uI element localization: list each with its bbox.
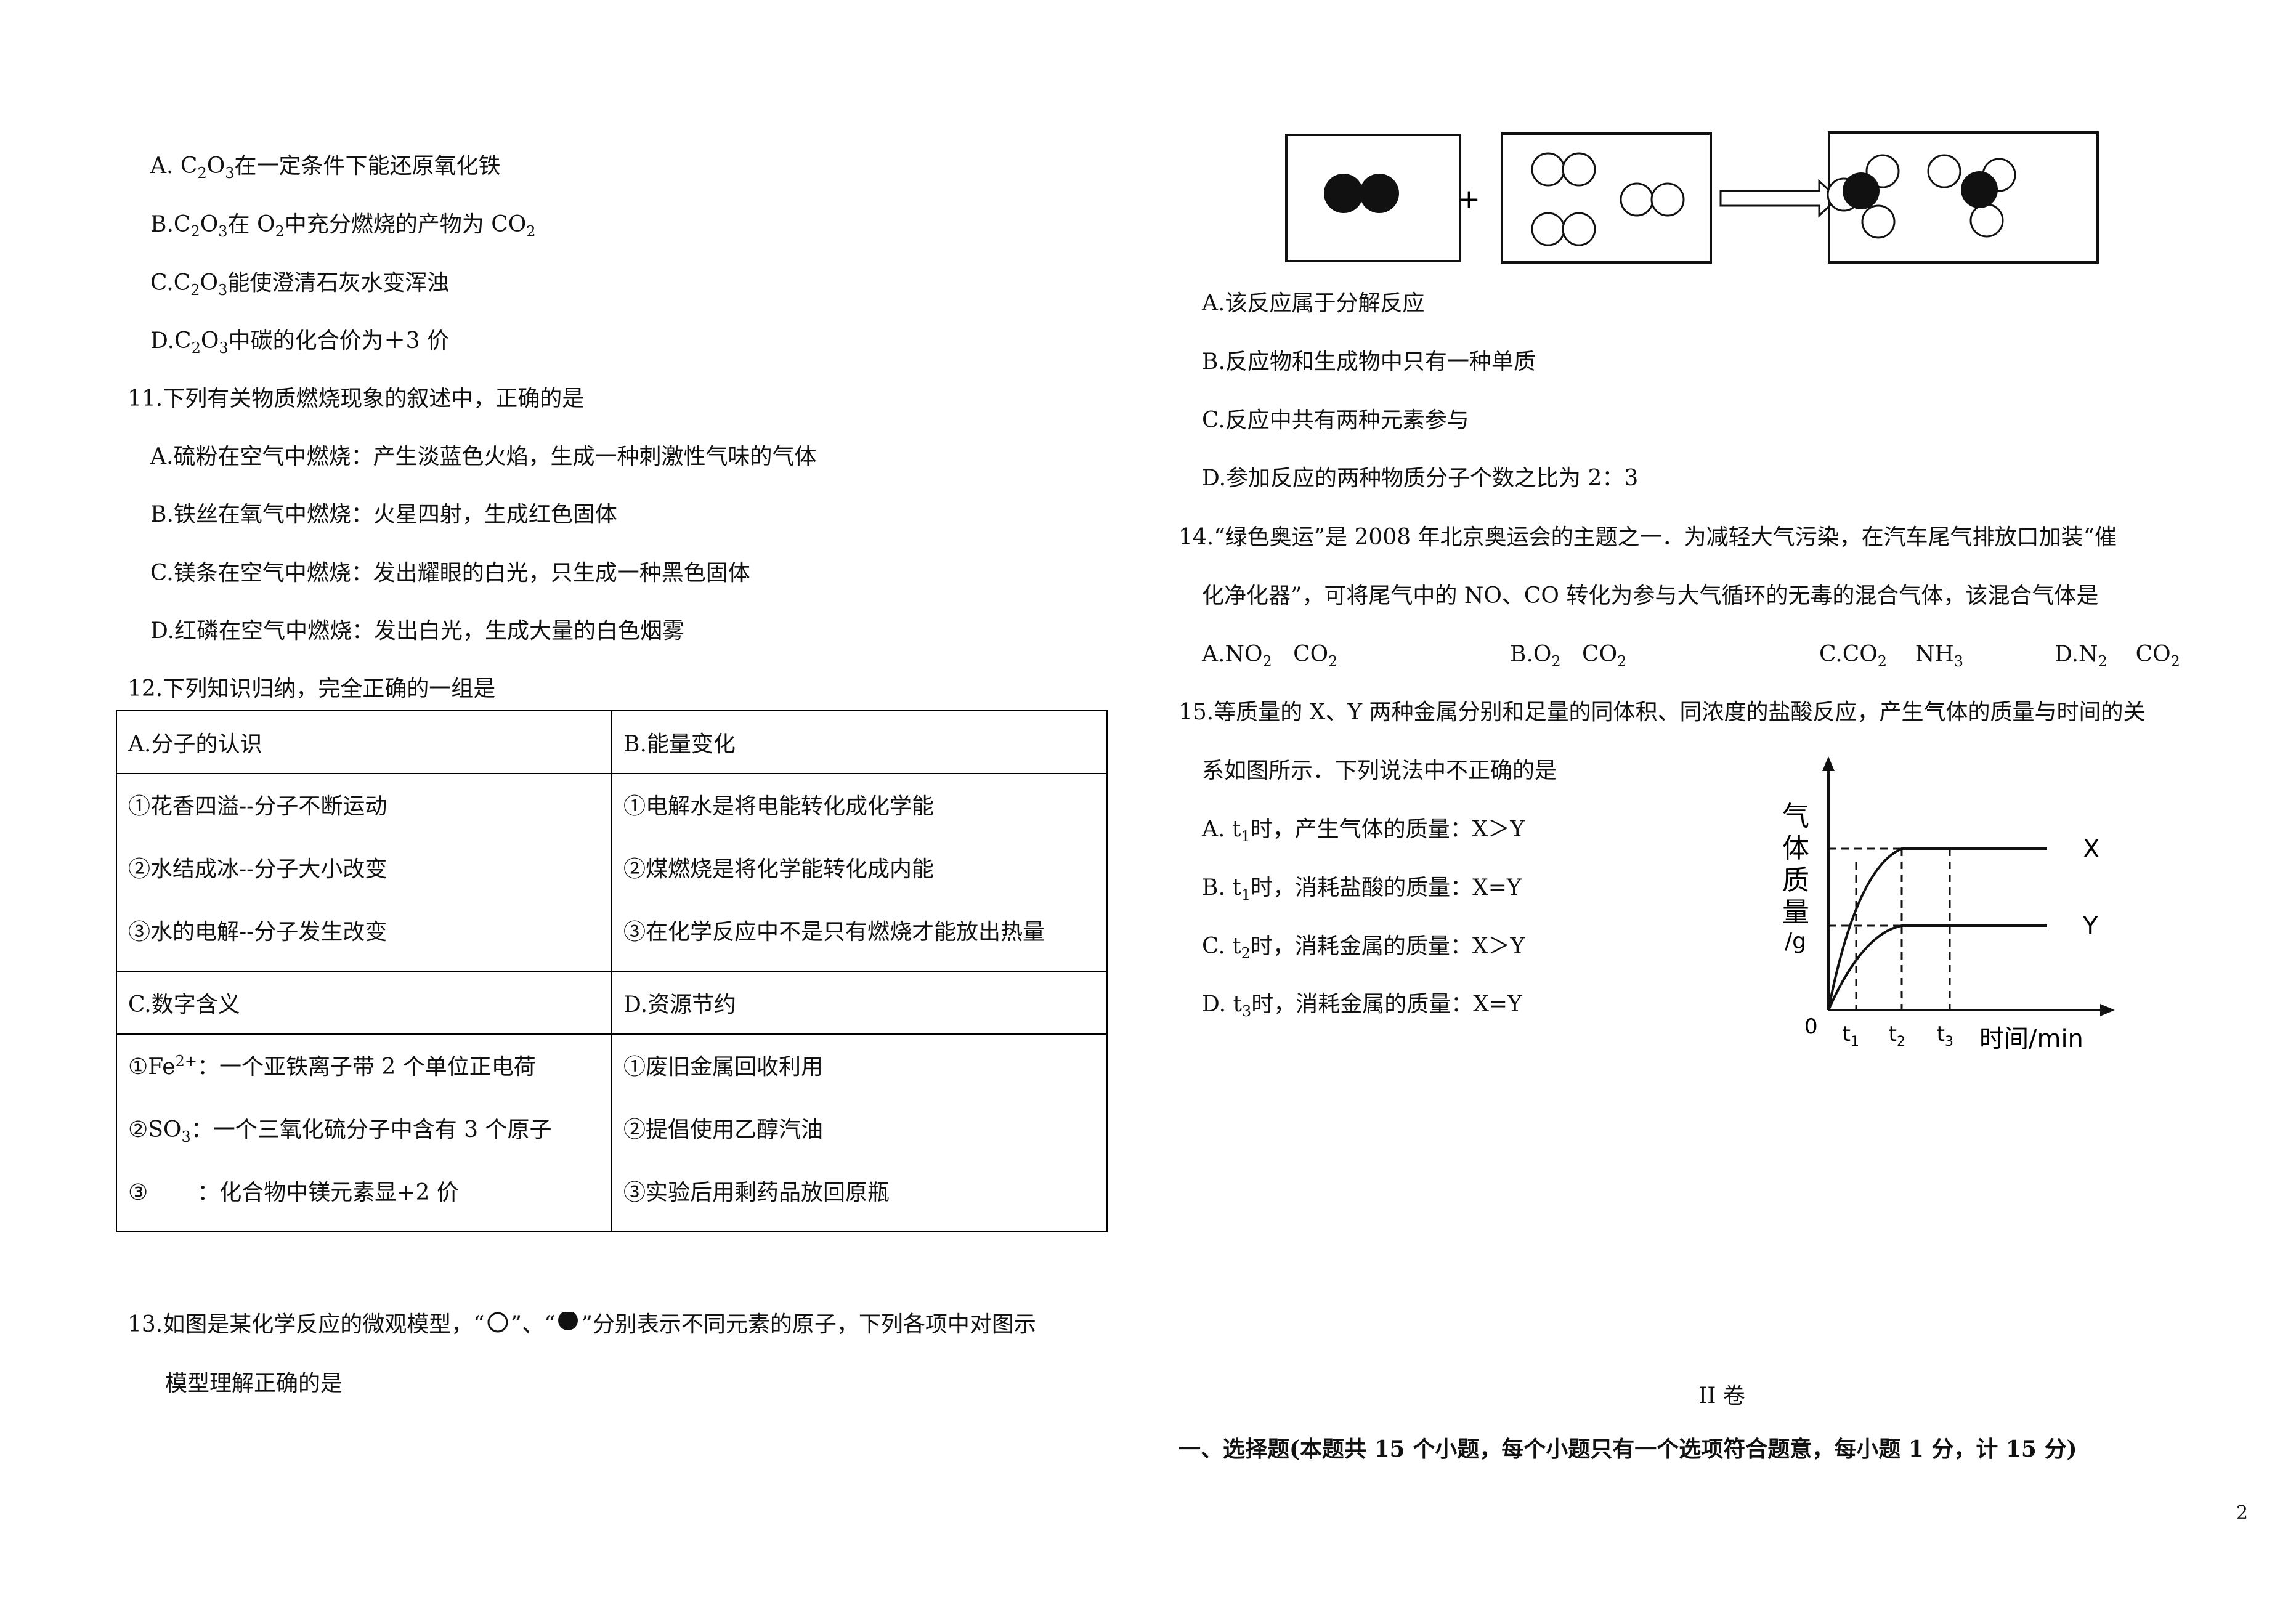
- q13-stem-line2: 模型理解正确的是: [165, 1371, 343, 1396]
- table-cell-a: ①花香四溢--分子不断运动 ②水结成冰--分子大小改变 ③水的电解--分子发生改…: [116, 773, 612, 972]
- x-axis-label: 时间/min: [1979, 1025, 2083, 1053]
- y-label-char: 量: [1782, 897, 1809, 928]
- q15-option-c: C. t2时，消耗金属的质量：X＞Y: [1202, 934, 1525, 963]
- reaction-arrow: [1719, 179, 1840, 218]
- table-item: ③在化学反应中不是只有燃烧才能放出热量: [623, 920, 1045, 945]
- y-label-char: 气: [1782, 801, 1809, 832]
- table-head-b: B.能量变化: [611, 710, 1108, 774]
- q10-option-d: D.C2O3中碳的化合价为＋3 价: [150, 328, 450, 357]
- y-unit: /g: [1785, 929, 1806, 954]
- series-x-label: X: [2083, 835, 2099, 863]
- black-atom-icon: [555, 1311, 581, 1335]
- tick-label: t2: [1889, 1022, 1905, 1049]
- q11-option-d: D.红磷在空气中燃烧：发出白光，生成大量的白色烟雾: [150, 618, 685, 644]
- table-head-d: D.资源节约: [611, 971, 1108, 1035]
- plus-sign: +: [1458, 184, 1480, 215]
- q14-stem-line1: 14.“绿色奥运”是 2008 年北京奥运会的主题之一．为减轻大气污染，在汽车尾…: [1178, 525, 2117, 550]
- x-ticks: t1 t2 t3: [1843, 1022, 1953, 1049]
- q15-option-a: A. t1时，产生气体的质量：X＞Y: [1202, 817, 1525, 846]
- q12-knowledge-table: A.分子的认识 B.能量变化 ①花香四溢--分子不断运动 ②水结成冰--分子大小…: [116, 710, 1108, 1232]
- table-head-a: A.分子的认识: [116, 710, 612, 774]
- reaction-model-diagram: +: [1285, 131, 2099, 264]
- q10-option-c: C.C2O3能使澄清石灰水变浑浊: [150, 270, 450, 299]
- series-x-curve: [1827, 847, 2047, 1011]
- section-heading: 一、选择题(本题共 15 个小题，每个小题只有一个选项符合题意，每小题 1 分，…: [1178, 1436, 2077, 1462]
- q14-option-d: D.N2 CO2: [2055, 642, 2180, 671]
- y-label-char: 质: [1782, 865, 1809, 896]
- origin-label: 0: [1804, 1014, 1818, 1039]
- table-item: ②提倡使用乙醇汽油: [623, 1117, 824, 1142]
- q11-option-b: B.铁丝在氧气中燃烧：火星四射，生成红色固体: [150, 502, 617, 527]
- q15-option-b: B. t1时，消耗盐酸的质量：X=Y: [1202, 875, 1522, 904]
- series-y-curve: [1827, 924, 2047, 1011]
- q11-option-c: C.镁条在空气中燃烧：发出耀眼的白光，只生成一种黑色固体: [150, 560, 750, 586]
- q13-option-d: D.参加反应的两种物质分子个数之比为 2：3: [1202, 466, 1639, 491]
- table-cell-b: ①电解水是将电能转化成化学能 ②煤燃烧是将化学能转化成内能 ③在化学反应中不是只…: [611, 773, 1108, 972]
- tick-label: t1: [1843, 1022, 1859, 1049]
- reactant-box-1: [1285, 134, 1461, 262]
- table-cell-d: ①废旧金属回收利用 ②提倡使用乙醇汽油 ③实验后用剩药品放回原瓶: [611, 1033, 1108, 1232]
- table-item: ①电解水是将电能转化成化学能: [623, 794, 935, 819]
- reactant-box-2: [1501, 132, 1712, 264]
- q14-option-a: A.NO2 CO2: [1202, 642, 1338, 671]
- series-y-label: Y: [2082, 912, 2098, 940]
- q10-option-b: B.C2O3在 O2中充分燃烧的产物为 CO2: [150, 212, 536, 241]
- q15-option-d: D. t3时，消耗金属的质量：X=Y: [1202, 992, 1522, 1021]
- table-item: ②水结成冰--分子大小改变: [128, 857, 387, 882]
- q14-stem-line2: 化净化器”，可将尾气中的 NO、CO 转化为参与大气循环的无毒的混合气体，该混合…: [1202, 583, 2099, 608]
- table-head-c: C.数字含义: [116, 971, 612, 1035]
- q15-stem-line1: 15.等质量的 X、Y 两种金属分别和足量的同体积、同浓度的盐酸反应，产生气体的…: [1178, 700, 2146, 725]
- y-label-char: 体: [1782, 833, 1809, 864]
- table-item: ①花香四溢--分子不断运动: [128, 794, 387, 819]
- table-item: ③：化合物中镁元素显+2 价: [128, 1180, 459, 1205]
- q13-stem-line1: 13.如图是某化学反应的微观模型，“”、“”分别表示不同元素的原子，下列各项中对…: [128, 1311, 1036, 1337]
- table-item: ③实验后用剩药品放回原瓶: [623, 1180, 890, 1205]
- q15-stem-line2: 系如图所示．下列说法中不正确的是: [1202, 758, 1557, 783]
- table-item: ②煤燃烧是将化学能转化成内能: [623, 857, 935, 882]
- gas-mass-time-graph: 气 体 质 量 /g 0 X Y t1 t2 t3 时间/min: [1782, 756, 2115, 1053]
- q12-stem: 12.下列知识归纳，完全正确的一组是: [128, 676, 496, 701]
- white-atom-icon: [485, 1312, 511, 1335]
- q13-option-b: B.反应物和生成物中只有一种单质: [1202, 349, 1536, 374]
- y-axis-label: 气 体 质 量 /g: [1782, 801, 1809, 954]
- table-item: ③水的电解--分子发生改变: [128, 920, 387, 945]
- section-title: II 卷: [1698, 1383, 1745, 1409]
- q13-option-c: C.反应中共有两种元素参与: [1202, 408, 1469, 433]
- graph-axes: [1822, 756, 2115, 1016]
- q10-option-a: A. C2O3在一定条件下能还原氧化铁: [150, 153, 501, 182]
- q11-stem: 11.下列有关物质燃烧现象的叙述中，正确的是: [128, 386, 585, 411]
- table-item: ②SO3：一个三氧化硫分子中含有 3 个原子: [128, 1117, 552, 1146]
- page-number: 2: [2236, 1502, 2249, 1524]
- dashed-guides: [1828, 847, 1951, 1010]
- q14-option-b: B.O2 CO2: [1510, 642, 1627, 671]
- table-item: ①Fe2+：一个亚铁离子带 2 个单位正电荷: [128, 1053, 536, 1080]
- q11-option-a: A.硫粉在空气中燃烧：产生淡蓝色火焰，生成一种刺激性气味的气体: [150, 444, 817, 469]
- tick-label: t3: [1937, 1022, 1953, 1049]
- table-item: ①废旧金属回收利用: [623, 1054, 824, 1080]
- q13-option-a: A.该反应属于分解反应: [1202, 291, 1425, 316]
- product-box: [1827, 131, 2099, 264]
- table-cell-c: ①Fe2+：一个亚铁离子带 2 个单位正电荷 ②SO3：一个三氧化硫分子中含有 …: [116, 1033, 612, 1232]
- q14-option-c: C.CO2 NH3: [1819, 642, 1964, 671]
